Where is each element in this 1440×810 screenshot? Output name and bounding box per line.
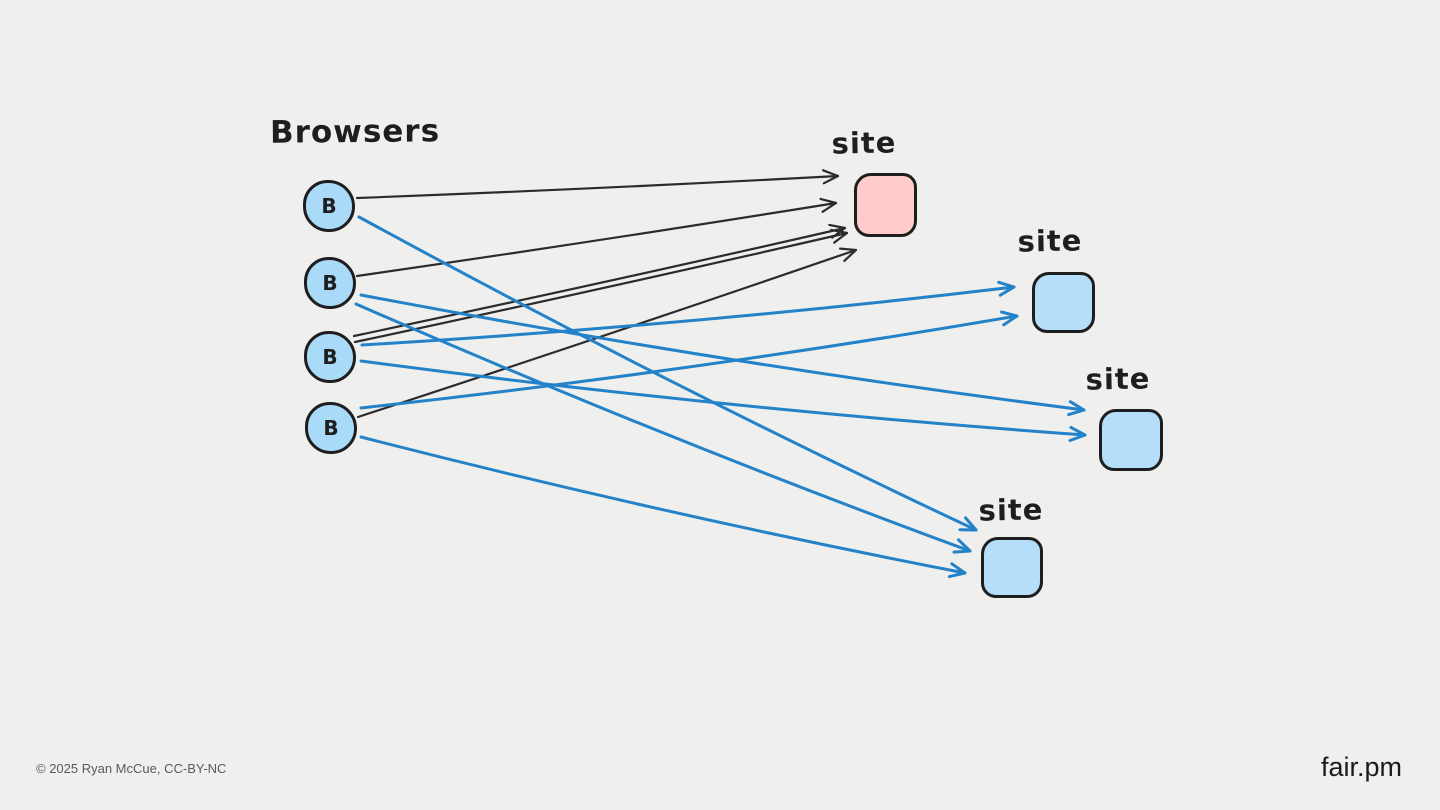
arrowhead [830, 228, 849, 244]
arrow-b4-site2 [359, 310, 1019, 410]
browser-node-b3: B [304, 331, 356, 383]
browser-label: B [322, 345, 338, 369]
arrow-b3-site2 [360, 280, 1016, 347]
site-node-site3 [1099, 409, 1163, 471]
arrow-b2-site3 [359, 293, 1086, 417]
arrowhead [1000, 310, 1019, 327]
site-label-site2: site [1017, 223, 1083, 259]
arrowhead [1068, 425, 1087, 442]
arrowhead [947, 562, 967, 579]
site-node-site4 [981, 537, 1043, 598]
arrowhead [958, 516, 978, 532]
browser-label: B [323, 416, 339, 440]
site-label-site4: site [978, 492, 1044, 528]
footer-brand: fair.pm [1320, 752, 1402, 782]
arrowhead [952, 538, 972, 554]
arrow-b3-site1 [352, 223, 847, 338]
browser-node-b1: B [303, 180, 355, 232]
site-node-site2 [1032, 272, 1095, 333]
diagram-title: Browsers [269, 113, 441, 151]
site-label-site3: site [1085, 361, 1151, 397]
site-label-site1: site [831, 125, 897, 161]
arrow-b4-site4 [359, 435, 967, 579]
arrowhead [997, 280, 1016, 297]
arrowhead [822, 169, 840, 185]
browser-label: B [321, 194, 337, 218]
browser-node-b4: B [305, 402, 357, 454]
arrow-b1-site4 [357, 215, 978, 532]
site-node-site1-pink [854, 173, 917, 237]
arrow-b3-site1 [353, 228, 849, 344]
arrowhead [839, 247, 858, 262]
arrow-b4-site1 [356, 247, 858, 419]
arrowhead [1067, 400, 1086, 417]
browser-label: B [322, 271, 338, 295]
browser-node-b2: B [304, 257, 356, 309]
footer-copyright: © 2025 Ryan McCue, CC-BY-NC [36, 761, 227, 776]
arrow-b2-site1 [355, 197, 838, 278]
arrow-b3-site3 [359, 359, 1087, 442]
arrow-b1-site1 [355, 169, 840, 200]
arrow-b2-site4 [354, 302, 972, 554]
arrowhead [819, 197, 838, 213]
